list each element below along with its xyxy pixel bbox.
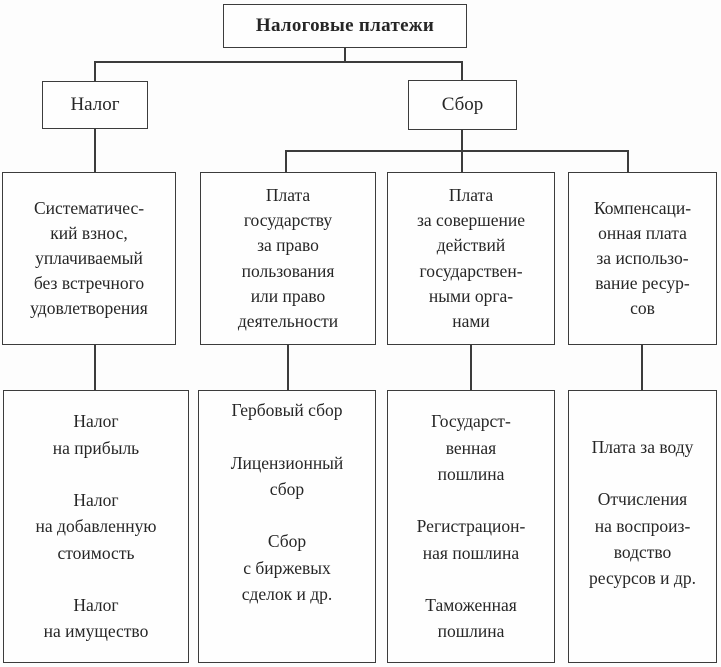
connector-split-to-sbor	[461, 61, 463, 81]
connector-definition4-to-examples	[641, 345, 643, 390]
node-sbor-type2-definition: Плата за совершение действий государстве…	[387, 172, 555, 345]
connector-definition3-to-examples	[470, 345, 472, 390]
nalog-examples-text: Налог на прибыль Налог на добавленную ст…	[35, 411, 157, 642]
sbor-type3-definition-text: Компенсаци- онная плата за использо- ван…	[593, 197, 692, 319]
connector-definition2-to-examples	[287, 345, 289, 390]
connector-nalog-to-definition	[94, 129, 96, 172]
sbor-type1-definition-text: Плата государству за право пользования и…	[237, 185, 339, 331]
connector-root-drop	[344, 47, 346, 63]
connector-split2-to-type3	[627, 150, 629, 172]
node-nalog: Налог	[42, 81, 148, 129]
node-sbor: Сбор	[408, 80, 517, 130]
node-sbor-type1-definition: Плата государству за право пользования и…	[200, 172, 376, 345]
connector-definition1-to-examples	[94, 345, 96, 390]
connector-split-to-nalog	[94, 61, 96, 81]
sbor-type3-examples-text: Плата за воду Отчисления на воспроиз- во…	[589, 436, 696, 588]
node-nalog-definition: Систематичес- кий взнос, уплачиваемый бе…	[2, 172, 176, 345]
node-sbor-type1-examples: Гербовый сбор Лицензионный сбор Сбор с б…	[198, 390, 376, 663]
node-sbor-type2-examples: Государст- венная пошлина Регистрацион- …	[387, 390, 555, 663]
sbor-type2-examples-text: Государст- венная пошлина Регистрацион- …	[416, 411, 526, 642]
node-sbor-type3-examples: Плата за воду Отчисления на воспроиз- во…	[568, 390, 717, 663]
node-nalog-examples: Налог на прибыль Налог на добавленную ст…	[3, 390, 189, 663]
connector-sbor-split-horizontal	[285, 150, 629, 152]
node-sbor-label: Сбор	[441, 94, 484, 115]
sbor-type1-examples-text: Гербовый сбор Лицензионный сбор Сбор с б…	[230, 400, 344, 604]
node-tax-payments-label: Налоговые платежи	[255, 15, 435, 36]
node-sbor-type3-definition: Компенсаци- онная плата за использо- ван…	[568, 172, 717, 345]
node-nalog-label: Налог	[70, 94, 120, 115]
nalog-definition-text: Систематичес- кий взнос, уплачиваемый бе…	[30, 197, 148, 319]
connector-root-split-horizontal	[94, 61, 463, 63]
sbor-type2-definition-text: Плата за совершение действий государстве…	[417, 185, 525, 331]
node-tax-payments: Налоговые платежи	[223, 4, 467, 48]
connector-split2-to-type1	[285, 150, 287, 172]
